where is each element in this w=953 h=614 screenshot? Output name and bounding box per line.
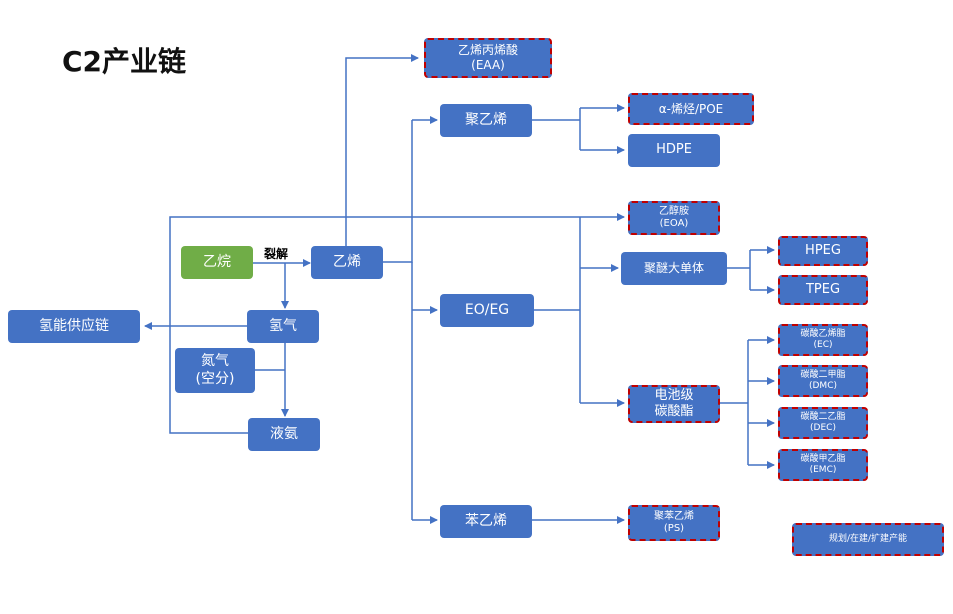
- node-hpeg[interactable]: HPEG: [778, 236, 868, 266]
- node-dec-line1: 碳酸二乙脂: [800, 411, 846, 422]
- node-ethylene-label: 乙烯: [333, 253, 361, 270]
- node-poe-label: α-烯烃/POE: [658, 101, 724, 116]
- node-h2[interactable]: 氢气: [247, 310, 319, 343]
- node-eoeg-label: EO/EG: [464, 301, 510, 318]
- node-pe-label: 聚乙烯: [465, 111, 507, 128]
- page-title: C2产业链: [62, 45, 187, 78]
- node-emc-line2: (EMC): [809, 465, 837, 475]
- cracking-label: 裂解: [264, 247, 289, 261]
- node-eoeg[interactable]: EO/EG: [440, 294, 534, 327]
- node-ec[interactable]: 碳酸乙烯脂 (EC): [778, 324, 868, 356]
- node-dmc-line2: (DMC): [808, 381, 837, 391]
- edge-ethylene-trunk-up: [383, 120, 413, 263]
- node-n2-line2: (空分): [195, 370, 235, 387]
- node-styrene[interactable]: 苯乙烯: [440, 505, 532, 538]
- node-hdpe-label: HDPE: [656, 142, 692, 158]
- node-carbonate[interactable]: 电池级 碳酸酯: [628, 385, 720, 423]
- node-eoa[interactable]: 乙醇胺 (EOA): [628, 201, 720, 235]
- node-eaa[interactable]: 乙烯丙烯酸 (EAA): [424, 38, 552, 78]
- node-hdpe[interactable]: HDPE: [628, 134, 720, 167]
- node-ec-line2: (EC): [813, 340, 833, 350]
- node-hydrogen-chain[interactable]: 氢能供应链: [8, 310, 140, 343]
- node-pe[interactable]: 聚乙烯: [440, 104, 532, 137]
- node-polyether[interactable]: 聚醚大单体: [621, 252, 727, 285]
- legend-planned: 规划/在建/扩建产能: [792, 523, 944, 556]
- node-n2[interactable]: 氮气 (空分): [175, 348, 255, 393]
- node-ec-line1: 碳酸乙烯脂: [800, 328, 846, 339]
- node-eoa-line1: 乙醇胺: [659, 205, 689, 217]
- node-dec-line2: (DEC): [810, 423, 836, 433]
- node-ps-line2: (PS): [663, 523, 685, 534]
- node-dmc-line1: 碳酸二甲脂: [800, 369, 846, 380]
- node-carbonate-line2: 碳酸酯: [654, 404, 694, 419]
- node-hpeg-label: HPEG: [805, 242, 841, 258]
- node-hydrogen-chain-label: 氢能供应链: [39, 317, 109, 334]
- node-polyether-label: 聚醚大单体: [643, 261, 704, 275]
- node-eoa-line2: (EOA): [659, 218, 689, 229]
- node-ethylene[interactable]: 乙烯: [311, 246, 383, 279]
- legend-planned-label: 规划/在建/扩建产能: [828, 533, 908, 544]
- node-tpeg[interactable]: TPEG: [778, 275, 868, 305]
- node-ammonia[interactable]: 液氨: [248, 418, 320, 451]
- node-ps-line1: 聚苯乙烯: [654, 510, 694, 522]
- node-h2-label: 氢气: [269, 317, 297, 334]
- node-poe[interactable]: α-烯烃/POE: [628, 93, 754, 125]
- node-ethane[interactable]: 乙烷: [181, 246, 253, 279]
- edge-ammonia-loop: [169, 216, 580, 434]
- node-dec[interactable]: 碳酸二乙脂 (DEC): [778, 407, 868, 439]
- node-styrene-label: 苯乙烯: [465, 512, 507, 529]
- node-carbonate-line1: 电池级: [654, 387, 694, 403]
- node-eaa-line2: (EAA): [471, 58, 505, 72]
- node-emc-line1: 碳酸甲乙脂: [800, 453, 846, 464]
- node-ps[interactable]: 聚苯乙烯 (PS): [628, 505, 720, 541]
- node-ammonia-label: 液氨: [270, 425, 298, 442]
- node-emc[interactable]: 碳酸甲乙脂 (EMC): [778, 449, 868, 481]
- node-eaa-line1: 乙烯丙烯酸: [457, 43, 518, 57]
- node-n2-line1: 氮气: [201, 353, 229, 369]
- node-dmc[interactable]: 碳酸二甲脂 (DMC): [778, 365, 868, 397]
- edge-ethylene-eaa: [345, 54, 419, 246]
- node-tpeg-label: TPEG: [805, 281, 841, 297]
- node-ethane-label: 乙烷: [203, 253, 231, 270]
